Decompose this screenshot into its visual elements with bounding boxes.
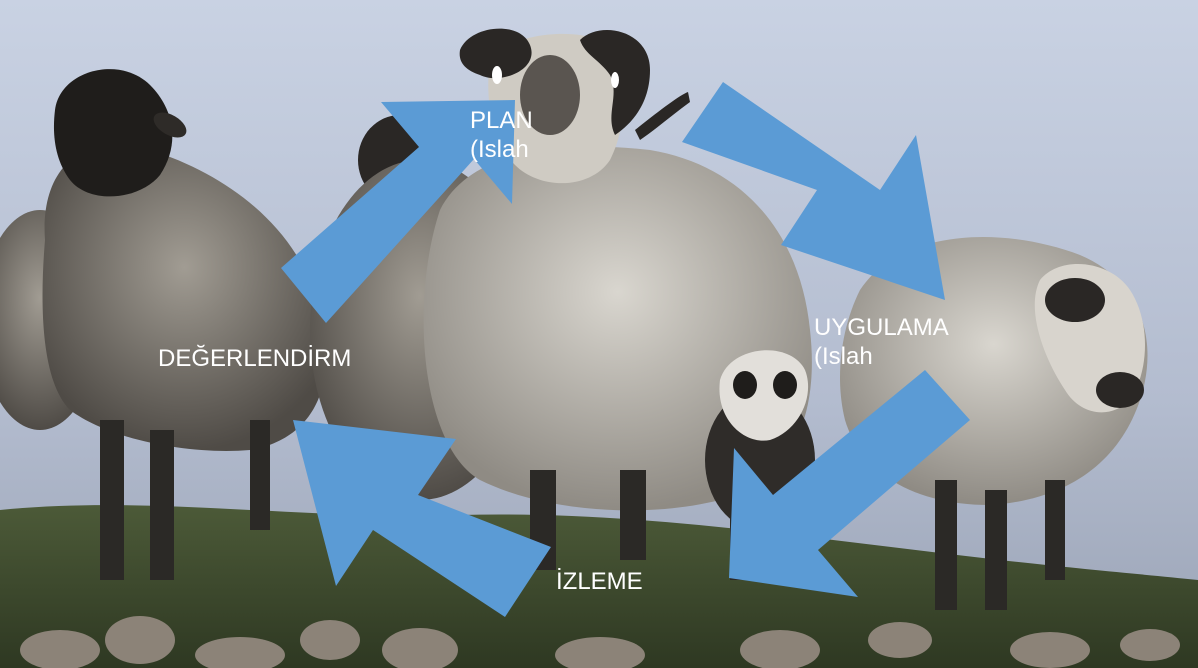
arrow-plan-to-uygulama <box>682 82 945 300</box>
sheep-center-ram <box>423 28 812 570</box>
stones <box>20 616 1180 668</box>
uygulama-label: UYGULAMA (Islah <box>814 314 949 370</box>
plan-label: PLAN (Islah <box>470 107 533 163</box>
arrow-uygulama-to-izleme <box>729 370 970 597</box>
degerlendirme-label: DEĞERLENDİRM <box>158 345 352 372</box>
izleme-label: İZLEME <box>556 568 643 595</box>
arrow-degerlendirme-to-plan <box>281 100 515 323</box>
cycle-arrows <box>281 82 970 617</box>
arrow-izleme-to-degerlendirme <box>293 420 551 617</box>
sheep-left <box>42 69 327 580</box>
